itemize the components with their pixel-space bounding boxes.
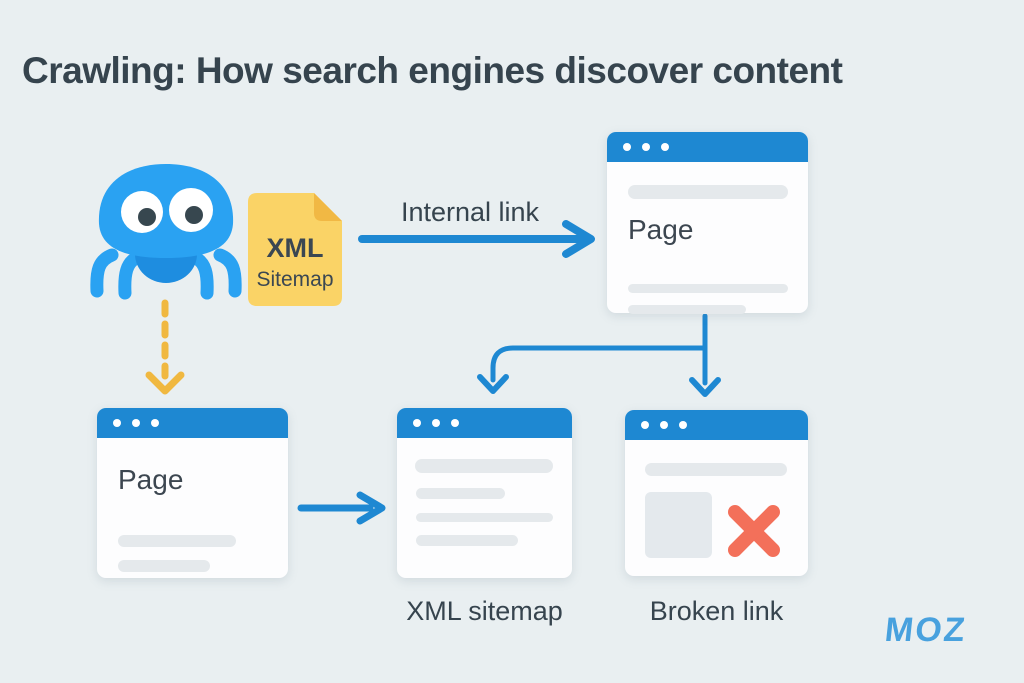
sitemap-doc-subtitle: Sitemap: [256, 268, 333, 291]
sitemap-doc-title: XML: [267, 233, 324, 263]
page-to-sitemap-arrow: [297, 491, 386, 525]
skeleton-line: [415, 459, 553, 473]
skeleton-line: [118, 535, 236, 547]
window-controls-dots: [679, 421, 687, 429]
window-xml-sitemap: [397, 408, 572, 578]
window-titlebar: [625, 410, 808, 440]
window-page-top: Page: [607, 132, 808, 314]
window-controls-dots: [151, 419, 159, 427]
skeleton-line: [628, 305, 746, 314]
xml-sitemap-document-icon: XML Sitemap: [248, 193, 342, 306]
window-controls-dots: [432, 419, 440, 427]
moz-logo: MOZ: [883, 611, 969, 649]
image-placeholder: [645, 492, 712, 558]
window-titlebar: [607, 132, 808, 162]
skeleton-line: [416, 535, 518, 546]
skeleton-line: [628, 284, 788, 293]
crawl-down-dashed-arrow: [145, 299, 185, 395]
skeleton-line: [628, 185, 788, 199]
internal-link-arrow: [358, 220, 595, 258]
window-page-bottom-left: Page: [97, 408, 288, 578]
skeleton-line: [118, 560, 210, 572]
window-controls-dots: [113, 419, 121, 427]
window-label: Page: [118, 464, 184, 495]
window-controls-dots: [451, 419, 459, 427]
window-controls-dots: [660, 421, 668, 429]
branch-connector-arrows: [477, 313, 721, 397]
window-controls-dots: [623, 143, 631, 151]
window-controls-dots: [642, 143, 650, 151]
window-controls-dots: [661, 143, 669, 151]
caption-xml-sitemap: XML sitemap: [406, 596, 563, 626]
window-titlebar: [397, 408, 572, 438]
window-broken-link: [625, 410, 808, 576]
window-label: Page: [628, 214, 694, 245]
skeleton-line: [416, 488, 505, 499]
skeleton-line: [416, 513, 553, 522]
window-titlebar: [97, 408, 288, 438]
internal-link-label: Internal link: [400, 197, 540, 227]
page-title: Crawling: How search engines discover co…: [22, 50, 843, 91]
spider-crawler-icon: [90, 164, 242, 300]
window-controls-dots: [132, 419, 140, 427]
caption-broken-link: Broken link: [649, 596, 784, 626]
window-controls-dots: [641, 421, 649, 429]
broken-link-x-icon: [728, 505, 780, 557]
window-controls-dots: [413, 419, 421, 427]
skeleton-line: [645, 463, 787, 476]
